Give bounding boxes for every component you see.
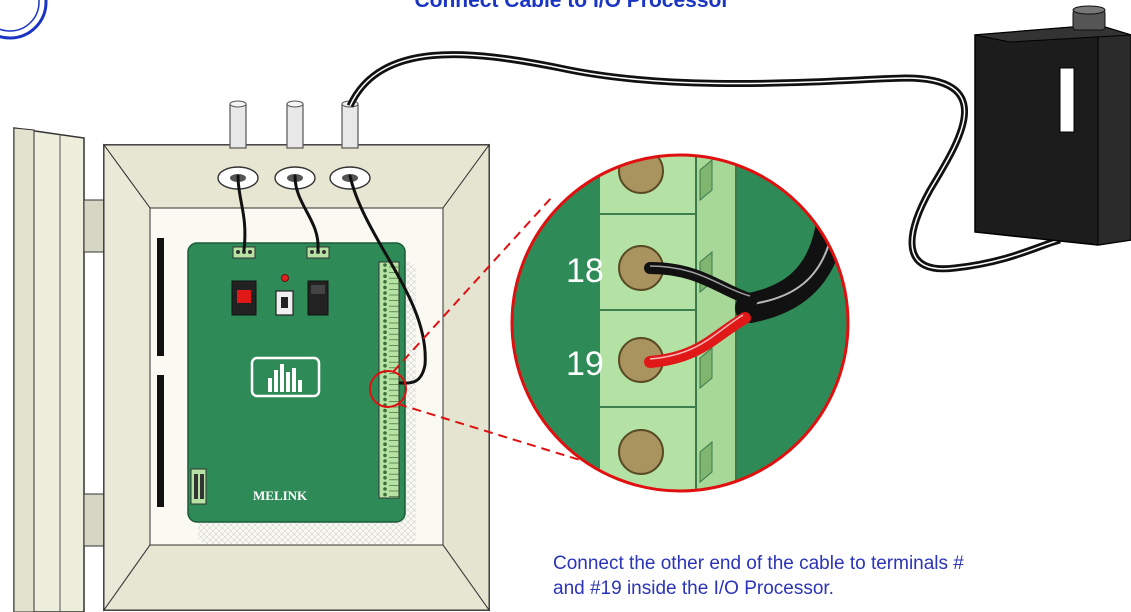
terminal-screw [383,358,387,362]
terminal-screw [383,381,387,385]
terminal-screw [383,325,387,329]
terminal-screw [383,274,387,278]
terminal-screw [383,465,387,469]
terminal-screw [383,308,387,312]
instruction-text: Connect the other end of the cable to te… [553,551,1131,601]
terminal-screw [383,342,387,346]
terminal-strip [379,262,399,498]
terminal-screw [383,353,387,357]
terminal-screw [383,493,387,497]
terminal-screw [383,409,387,413]
terminal-screw [383,459,387,463]
terminal-19-label: 19 [566,345,604,383]
terminal-screw [383,398,387,402]
instruction-line-2: and #19 inside the I/O Processor. [553,576,1131,601]
terminal-screw [383,386,387,390]
terminal-screw [383,280,387,284]
terminal-screw [383,302,387,306]
terminal-screw [383,448,387,452]
terminal-screw [383,375,387,379]
terminal-screw [383,347,387,351]
terminal-screw [383,470,387,474]
terminal-screw [383,263,387,267]
terminal-screw [383,482,387,486]
terminal-screw [383,392,387,396]
terminal-screw [383,420,387,424]
terminal-screw [383,291,387,295]
terminal-screw [383,442,387,446]
terminal-screw [383,454,387,458]
page-title: Connect Cable to I/O Processor [342,0,802,13]
instruction-line-1: Connect the other end of the cable to te… [553,551,1131,576]
terminal-screw [383,476,387,480]
terminal-screw [383,426,387,430]
terminal-screw [383,431,387,435]
enclosure-door [14,128,104,612]
terminal-screw [383,364,387,368]
terminal-screw [383,330,387,334]
terminal-screw [383,437,387,441]
corner-logo-icon [0,0,46,38]
terminal-screw [383,414,387,418]
terminal-strip-body [379,262,399,498]
terminal-screw [383,314,387,318]
terminal-zoom-view [500,149,866,500]
terminal-screw [383,286,387,290]
terminal-screw [383,319,387,323]
board-brand-logo: MELINK [253,488,308,503]
terminal-screw [383,336,387,340]
terminal-screw [383,487,387,491]
conduit-pipes [230,101,358,148]
remote-device-box [975,6,1131,245]
terminal-screw [383,269,387,273]
terminal-18-label: 18 [566,252,604,290]
terminal-screw [383,297,387,301]
